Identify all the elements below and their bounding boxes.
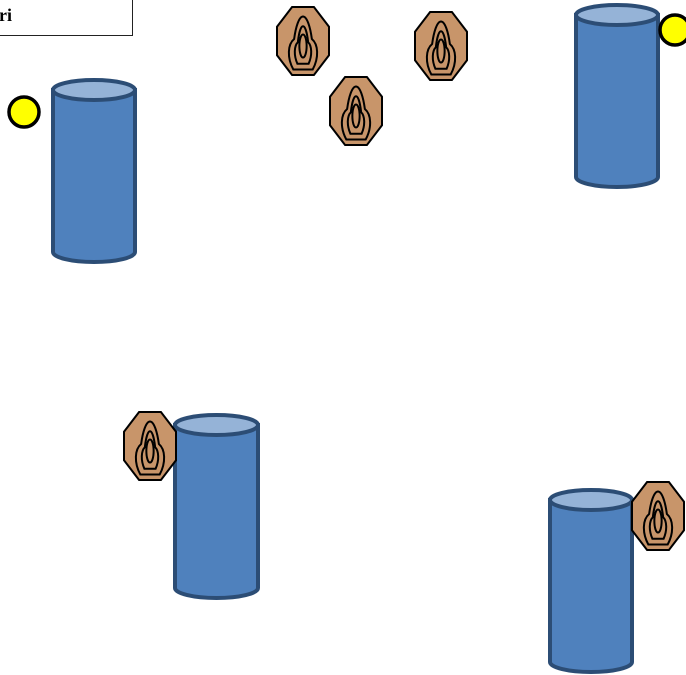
target-2-center bbox=[436, 38, 446, 64]
target-1-center bbox=[298, 33, 308, 59]
target-5-ring-1 bbox=[642, 490, 674, 546]
target-1-ring-2 bbox=[293, 25, 313, 65]
target-4-center bbox=[145, 438, 155, 464]
target-5-ring-2 bbox=[648, 500, 668, 540]
target-3-ring-2 bbox=[346, 95, 366, 135]
barrel-1-top bbox=[51, 78, 137, 102]
target-3-center bbox=[351, 103, 361, 129]
label-text: ri bbox=[0, 5, 12, 25]
barrel-4-body bbox=[548, 498, 634, 674]
target-3-silhouette bbox=[329, 76, 383, 146]
barrel-1-cylinder bbox=[51, 78, 137, 264]
target-3-ring-1 bbox=[340, 85, 372, 141]
barrel-4-top bbox=[548, 488, 634, 512]
label-box: ri bbox=[0, 0, 133, 36]
target-5-center bbox=[653, 508, 663, 534]
target-2-ring-1 bbox=[425, 20, 457, 76]
barrel-1-body bbox=[51, 88, 137, 264]
marker-1-dot bbox=[7, 95, 41, 129]
barrel-3-top bbox=[173, 413, 260, 437]
barrel-2-body bbox=[574, 13, 660, 189]
barrel-4-cylinder bbox=[548, 488, 634, 674]
target-5-silhouette bbox=[631, 481, 685, 551]
marker-2-dot bbox=[658, 13, 686, 47]
barrel-2-top bbox=[574, 3, 660, 27]
target-2-silhouette bbox=[414, 11, 468, 81]
target-4-silhouette bbox=[123, 411, 177, 481]
barrel-3-cylinder bbox=[173, 413, 260, 600]
target-2-ring-2 bbox=[431, 30, 451, 70]
barrel-2-cylinder bbox=[574, 3, 660, 189]
barrel-3-body bbox=[173, 423, 260, 600]
target-1-ring-1 bbox=[287, 15, 319, 71]
target-4-ring-1 bbox=[134, 420, 166, 476]
target-4-ring-2 bbox=[140, 430, 160, 470]
target-1-silhouette bbox=[276, 6, 330, 76]
